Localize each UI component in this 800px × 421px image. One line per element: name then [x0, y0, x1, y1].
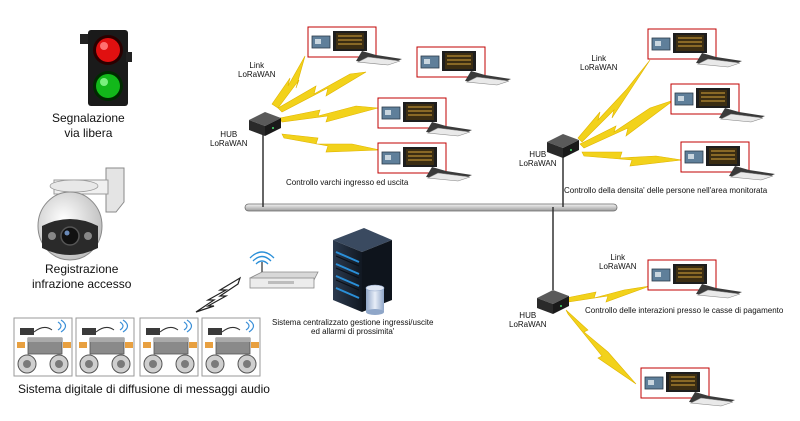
camera-label: Registrazione infrazione accesso — [32, 262, 132, 291]
sensor-board-icon — [647, 259, 743, 299]
server-label: Sistema centralizzato gestione ingressi/… — [272, 318, 434, 336]
sensor-board-icon — [680, 141, 776, 181]
network-bus — [244, 203, 618, 212]
wifi-signal-icon — [249, 251, 275, 265]
zone-checkout-caption: Controllo delle interazioni presso le ca… — [585, 306, 784, 315]
amplifier-icon — [75, 317, 135, 377]
database-icon — [365, 284, 385, 315]
lightning-link-icon — [271, 55, 683, 385]
sensor-board-icon — [670, 83, 766, 123]
ptz-camera-icon — [37, 167, 125, 261]
link-label-checkout: Link LoRaWAN — [599, 253, 637, 271]
audio-system-label: Sistema digitale di diffusione di messag… — [18, 382, 270, 396]
lorawan-hub-icon — [249, 112, 281, 136]
hub-label-density: HUB LoRaWAN — [519, 150, 557, 168]
link-label-gates: Link LoRaWAN — [238, 61, 276, 79]
wifi-router-icon — [249, 262, 319, 289]
traffic-light-icon — [80, 30, 132, 106]
zone-density-caption: Controllo della densita' delle persone n… — [564, 186, 768, 195]
zone-gates-caption: Controllo varchi ingresso ed uscita — [286, 178, 409, 187]
sensor-board-icon — [416, 46, 512, 86]
lightning-link-icon — [195, 276, 242, 313]
link-label-density: Link LoRaWAN — [580, 54, 618, 72]
amplifier-icon — [139, 317, 199, 377]
hub-label-gates: HUB LoRaWAN — [210, 130, 248, 148]
sensor-board-icon — [647, 28, 743, 68]
sensor-board-icon — [377, 142, 473, 182]
hub-label-checkout: HUB LoRaWAN — [509, 311, 547, 329]
sensor-board-icon — [640, 367, 736, 407]
traffic-light-label: Segnalazione via libera — [52, 111, 125, 140]
amplifier-icon — [201, 317, 261, 377]
sensor-board-icon — [307, 26, 403, 66]
amplifier-icon — [13, 317, 73, 377]
sensor-board-icon — [377, 97, 473, 137]
